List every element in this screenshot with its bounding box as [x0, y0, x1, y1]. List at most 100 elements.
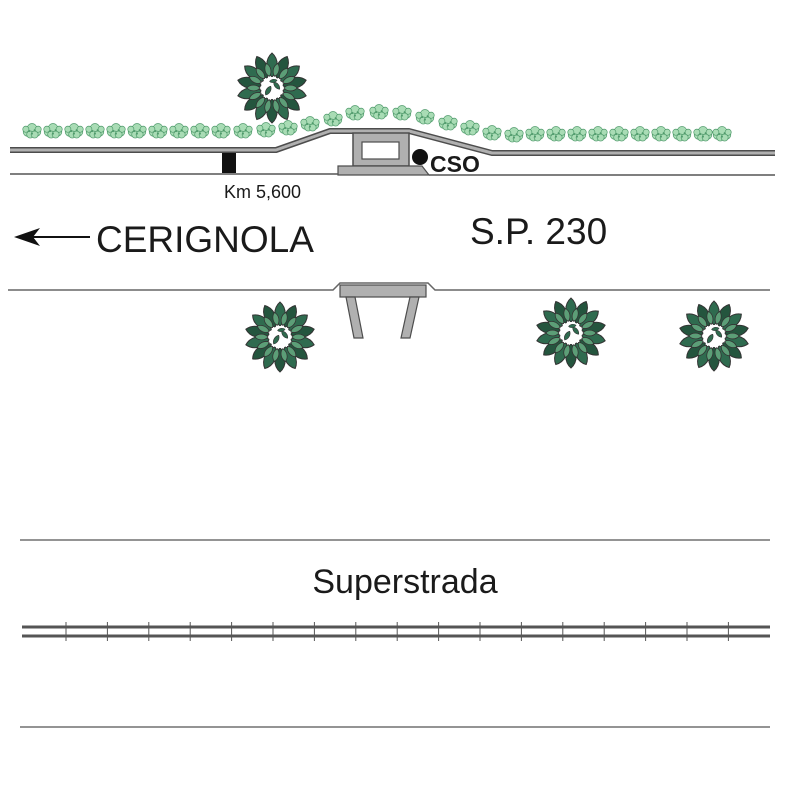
- shrub-leaf-detail: [702, 135, 704, 138]
- shrub-leaf: [76, 125, 84, 133]
- shrub-leaf-detail: [75, 129, 78, 132]
- tree-inner-leaf: [277, 327, 286, 332]
- tree-leaf-highlight: [272, 99, 280, 114]
- tree-leaf-highlight: [280, 348, 288, 363]
- tree-leaf-highlight: [690, 324, 704, 332]
- shrub-leaf-detail: [356, 111, 359, 114]
- shrub-leaf-detail: [33, 129, 36, 132]
- shrub-leaf: [245, 125, 253, 133]
- tree-leaf-highlight: [264, 62, 272, 77]
- shrub-leaf-detail: [262, 129, 265, 131]
- shrub-leaf-detail: [136, 132, 138, 135]
- shrub-leaf: [323, 113, 331, 121]
- shrub-leaf-detail: [96, 129, 99, 132]
- tree-leaf-highlight: [278, 96, 289, 109]
- tree-leaf-highlight: [272, 311, 280, 326]
- shrub-leaf: [106, 125, 114, 133]
- shrub-icon: [85, 123, 105, 139]
- tree-leaf: [722, 313, 742, 330]
- shrub-leaf: [482, 127, 490, 135]
- shrub-leaf: [504, 129, 512, 137]
- km-marker-label: Km 5,600: [224, 182, 301, 202]
- shrub-leaf: [494, 127, 502, 135]
- shrub-leaf: [684, 128, 692, 136]
- railway: [22, 622, 770, 641]
- shrub-icon: [504, 127, 524, 143]
- shrub-leaf: [712, 128, 720, 136]
- shrub-icon: [460, 120, 480, 136]
- shrub-leaf-detail: [681, 135, 683, 138]
- shrub-leaf-detail: [444, 122, 447, 124]
- shrub-leaf-detail: [426, 115, 429, 118]
- shrub-leaf: [335, 113, 343, 121]
- tree-leaf: [288, 343, 308, 360]
- shrub-leaf: [55, 125, 63, 133]
- shrub-leaf-detail: [157, 132, 159, 135]
- tree-inner-leaf: [265, 85, 272, 96]
- tree-leaf-highlight: [290, 325, 304, 333]
- shrub-leaf: [546, 128, 554, 136]
- tree-inner-leaf: [273, 81, 281, 90]
- shrub-leaf-detail: [552, 133, 555, 135]
- shrub-leaf: [642, 128, 650, 136]
- tree-inner-leaf: [273, 334, 280, 345]
- shrub-leaf-detail: [573, 133, 576, 135]
- tree-leaf-highlight: [283, 84, 298, 92]
- shrub-leaf-detail: [491, 134, 493, 137]
- shrub-leaf: [139, 125, 147, 133]
- shrub-icon: [630, 126, 650, 142]
- shrub-icon: [672, 126, 692, 142]
- bridge-base: [337, 165, 431, 176]
- shrub-leaf: [34, 125, 42, 133]
- shrub-icon: [64, 123, 84, 139]
- shrub-leaf-detail: [378, 113, 380, 116]
- shrub-leaf-detail: [265, 131, 267, 134]
- shrub-icon: [525, 126, 545, 142]
- tree-leaf-highlight: [581, 321, 595, 329]
- shrub-leaf-detail: [398, 112, 401, 114]
- shrub-leaf: [705, 128, 713, 136]
- tree-leaf: [255, 55, 269, 79]
- tree-leaf-highlight: [582, 329, 597, 337]
- shrub-leaf-detail: [618, 135, 620, 138]
- bridge-leg-right: [400, 296, 420, 339]
- bridge-leg-left: [345, 296, 364, 339]
- shrub-leaf: [663, 128, 671, 136]
- tree-leaf: [722, 342, 742, 359]
- tree-leaf: [244, 94, 264, 111]
- shrub-icon: [256, 122, 276, 138]
- shrub-leaf-detail: [718, 133, 721, 135]
- tree-leaf: [275, 55, 289, 79]
- tree-leaf-highlight: [290, 341, 304, 349]
- shrub-leaf-detail: [354, 114, 356, 117]
- tree-leaf-highlight: [282, 92, 296, 100]
- shrub-leaf: [223, 125, 231, 133]
- shrub-leaf-detail: [683, 132, 686, 135]
- shrub-leaf-detail: [721, 135, 723, 138]
- shrub-leaf: [724, 128, 732, 136]
- shrub-leaf: [472, 122, 480, 130]
- shrub-leaf-detail: [178, 132, 180, 135]
- tree-leaf: [280, 65, 300, 82]
- shrub-leaf-detail: [175, 130, 178, 132]
- tree-leaf-highlight: [264, 99, 272, 113]
- shrub-icon: [300, 116, 320, 132]
- highway-name-label: Superstrada: [312, 563, 497, 601]
- tree-inner-leaf: [707, 333, 714, 344]
- shrub-icon: [693, 126, 713, 142]
- tree-leaf-highlight: [263, 316, 274, 329]
- tree-leaf-highlight: [720, 344, 731, 357]
- tree-inner-leaf: [711, 326, 720, 331]
- km-marker-icon: [222, 153, 236, 173]
- tree-leaf: [686, 342, 706, 359]
- shrub-leaf: [256, 124, 264, 132]
- shrub-leaf: [415, 111, 423, 119]
- shrub-leaf: [202, 125, 210, 133]
- shrub-leaf-detail: [723, 132, 726, 135]
- shrub-leaf: [268, 124, 276, 132]
- shrub-leaf: [450, 117, 458, 125]
- shrub-leaf-detail: [52, 132, 54, 135]
- shrub-leaf: [357, 107, 365, 115]
